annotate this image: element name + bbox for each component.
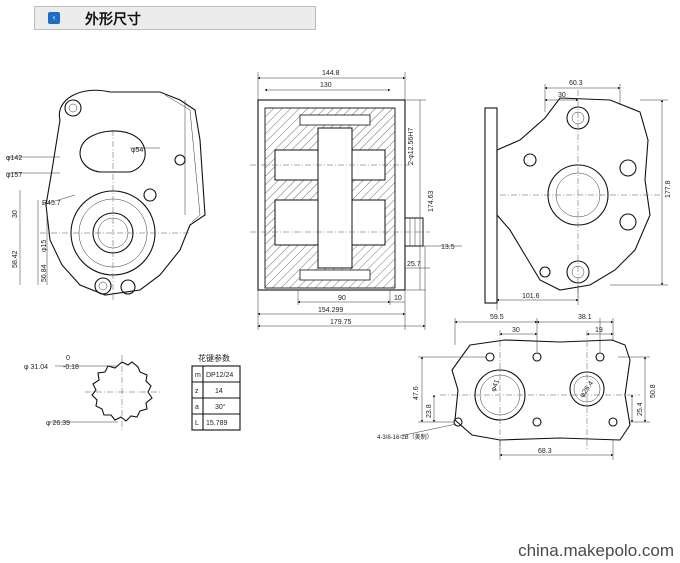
side-view: 60.3 30 177.8 101.6 — [484, 80, 672, 310]
dim-label: φ15 — [41, 240, 48, 252]
chevron-left-icon[interactable]: ‹ — [48, 12, 60, 24]
dim-label: 38.1 — [578, 314, 592, 321]
dim-label: 10 — [394, 295, 402, 302]
section-view: 144.8 130 2-φ12.56H7 174.63 13.5 25.7 90 — [250, 70, 462, 330]
dim-label: 154.299 — [318, 307, 343, 314]
dim-label: 47.6 — [413, 386, 420, 400]
dim-label: 101.6 — [522, 293, 540, 300]
dim-label: 0 — [66, 355, 70, 362]
dim-label: 60.3 — [569, 80, 583, 87]
dim-label: 13.5 — [441, 244, 455, 251]
dim-label: 68.3 — [538, 448, 552, 455]
dim-label: 174.63 — [428, 190, 435, 212]
dim-label: 25.4 — [637, 402, 644, 416]
dim-label: φ142 — [6, 155, 22, 162]
dim-label: 19 — [595, 327, 603, 334]
dim-label: 179.75 — [330, 319, 352, 326]
dim-label: 30 — [512, 327, 520, 334]
spline-parameter-table: 花键参数 m DP12/24 z 14 a 30° L 15.789 — [191, 353, 241, 431]
dim-label: φ 26.39 — [46, 420, 70, 427]
table-key: m — [195, 372, 201, 379]
dim-label: φ41 — [490, 379, 501, 393]
front-view: φ142 φ157 φ54 R45.7 30 58.42 56.84 φ15 — [6, 89, 206, 300]
table-key: L — [195, 420, 199, 427]
dim-label: 177.8 — [665, 180, 672, 198]
dim-label: 25.7 — [407, 261, 421, 268]
dim-label: φ54 — [131, 147, 143, 154]
table-key: a — [195, 404, 199, 411]
dim-label: 59.5 — [490, 314, 504, 321]
dim-label: 23.8 — [426, 404, 433, 418]
dim-label: 58.42 — [12, 250, 19, 268]
dim-label: 56.84 — [41, 264, 48, 282]
dim-label: φ157 — [6, 172, 22, 179]
spline-gear: φ 31.04 0 -0.18 φ 26.39 — [24, 355, 160, 430]
dim-label: 130 — [320, 82, 332, 89]
table-key: z — [195, 388, 199, 395]
thread-note: 4-3/8-16-2B（美制） — [377, 433, 433, 441]
dim-label: 50.8 — [650, 384, 657, 398]
section-header: ‹ 外形尺寸 — [34, 6, 316, 30]
dim-label: 144.8 — [322, 70, 340, 77]
dim-label: φ 31.04 — [24, 364, 48, 371]
dim-label: 30 — [558, 92, 566, 99]
watermark: china.makepolo.com — [518, 541, 674, 560]
dim-label: 30 — [12, 210, 19, 218]
dim-label: R45.7 — [42, 200, 61, 207]
table-title: 花键参数 — [198, 353, 230, 363]
flange-view: 59.5 38.1 30 19 47.6 23.8 φ41 φ25.4 50.8… — [377, 314, 657, 460]
dim-label: -0.18 — [63, 364, 79, 371]
dim-label: 2-φ12.56H7 — [408, 128, 415, 165]
table-value: 30° — [215, 403, 226, 411]
table-value: DP12/24 — [206, 372, 233, 379]
table-value: 14 — [215, 388, 223, 395]
table-value: 15.789 — [206, 420, 228, 427]
section-title: 外形尺寸 — [85, 12, 141, 28]
dim-label: 90 — [338, 295, 346, 302]
